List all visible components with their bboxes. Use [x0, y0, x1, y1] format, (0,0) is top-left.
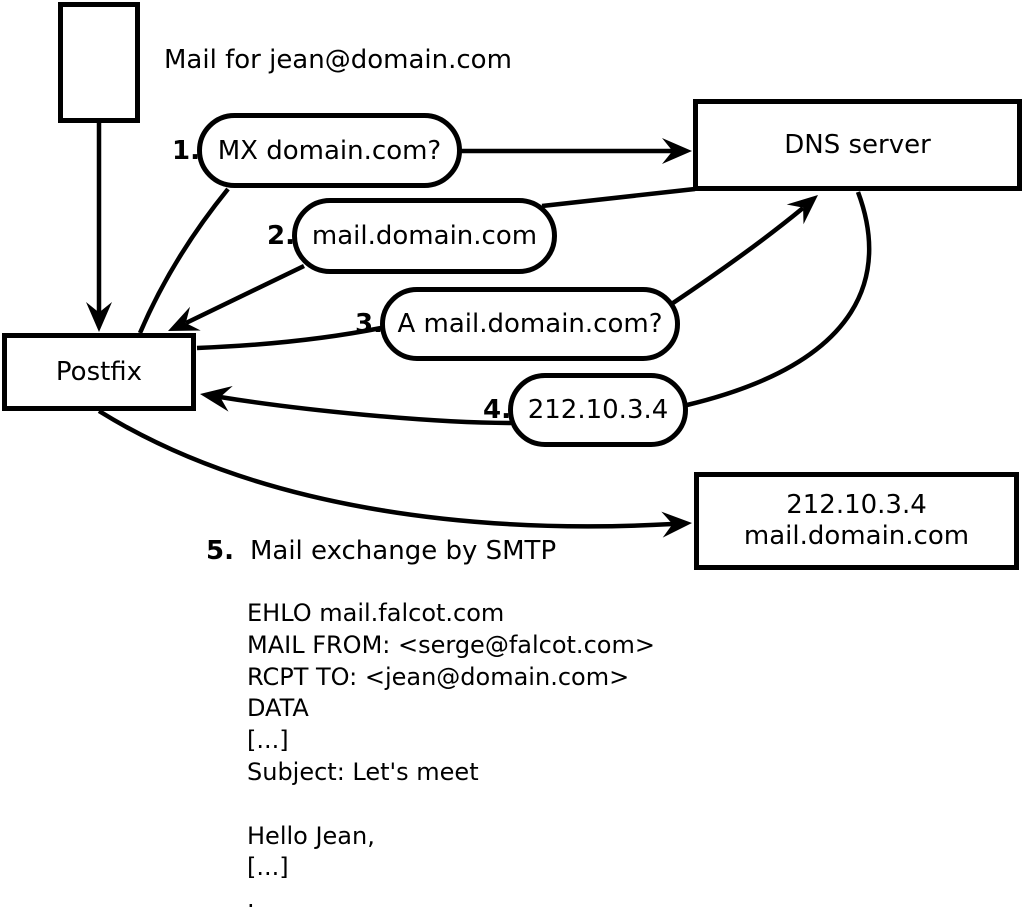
connector-postfix-to-query3 — [196, 325, 382, 351]
connector-dns-to-answer2 — [541, 186, 696, 209]
step-number-2: 2. — [267, 221, 295, 251]
answer-pill-4: 4. 212.10.3.4 — [483, 373, 688, 447]
step-number-3: 3. — [355, 309, 383, 339]
connector-answer4-to-postfix — [219, 394, 512, 426]
step-5-label: Mail exchange by SMTP — [249, 536, 557, 566]
smtp-transcript: EHLO mail.falcot.com MAIL FROM: <serge@f… — [247, 599, 655, 914]
query-pill-3: 3. A mail.domain.com? — [355, 287, 680, 361]
step-5-caption: 5. Mail exchange by SMTP — [206, 536, 556, 566]
postfix-label: Postfix — [55, 357, 143, 387]
query-pill-3-label: A mail.domain.com? — [397, 309, 663, 339]
envelope-node — [58, 2, 140, 123]
arrowhead-into-dns-bottom — [786, 195, 818, 225]
query-pill-1: 1. MX domain.com? — [172, 113, 462, 188]
arrowhead-into-mailserver-left — [661, 511, 692, 538]
mail-server-hostname: mail.domain.com — [743, 521, 970, 551]
connector-postfix-to-query1 — [137, 187, 230, 334]
arrowhead-into-postfix-top — [86, 302, 112, 332]
mail-server-node: 212.10.3.4 mail.domain.com — [694, 472, 1019, 570]
step-number-4: 4. — [483, 395, 511, 425]
answer-pill-4-label: 212.10.3.4 — [527, 395, 669, 425]
answer-pill-2: 2. mail.domain.com — [267, 198, 557, 274]
mail-note-label: Mail for jean@domain.com — [164, 45, 512, 75]
step-number-1: 1. — [172, 135, 200, 166]
connector-postfix-to-mailserver — [97, 409, 673, 529]
query-pill-1-label: MX domain.com? — [217, 135, 442, 166]
dns-server-node: DNS server — [693, 99, 1022, 191]
arrowhead-into-postfix-top-right — [168, 306, 201, 331]
connector-dns-to-answer4 — [686, 191, 872, 408]
connector-answer2-to-postfix — [185, 263, 305, 326]
connector-query3-to-dns — [671, 206, 805, 305]
mail-server-ip: 212.10.3.4 — [786, 490, 927, 520]
arrowhead-into-dns-left — [662, 138, 692, 164]
arrowhead-into-postfix-right — [200, 386, 233, 412]
dns-server-label: DNS server — [784, 130, 931, 160]
step-number-5: 5. — [206, 536, 234, 566]
postfix-node: Postfix — [2, 333, 196, 411]
answer-pill-2-label: mail.domain.com — [311, 221, 538, 251]
